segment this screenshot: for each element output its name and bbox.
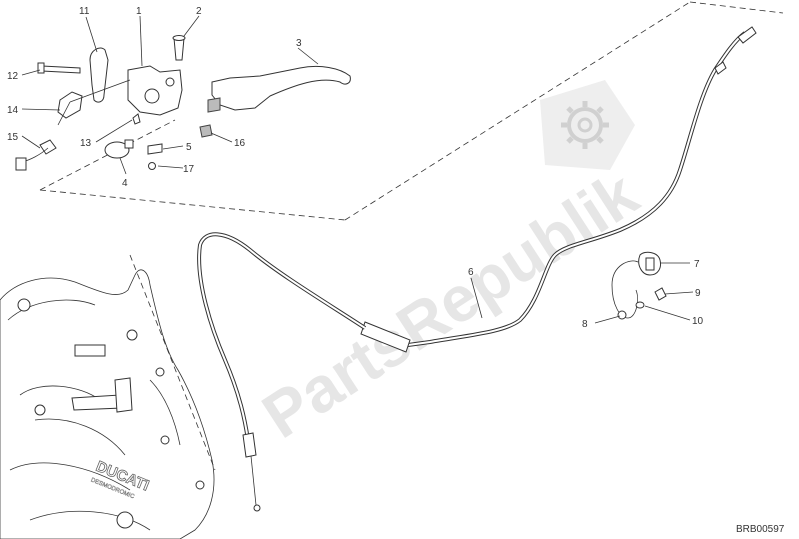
clutch-cable-6 bbox=[197, 26, 757, 512]
label-3: 3 bbox=[296, 38, 302, 49]
label-10: 10 bbox=[692, 316, 704, 327]
label-5: 5 bbox=[186, 142, 192, 153]
engine-clutch-cover: DUCATI DESMODROMIC bbox=[0, 269, 215, 539]
screw-17 bbox=[148, 162, 156, 170]
dash-line-upper-lower bbox=[39, 189, 346, 221]
leader-lines bbox=[21, 15, 694, 324]
label-16: 16 bbox=[234, 138, 246, 149]
watermark-gear-icon bbox=[540, 80, 635, 170]
dash-line-top-right bbox=[689, 1, 784, 14]
label-4: 4 bbox=[122, 178, 128, 189]
clutch-lever-3 bbox=[211, 65, 351, 111]
label-6: 6 bbox=[468, 267, 474, 278]
part-labels: 11 1 2 3 12 14 15 13 4 5 17 16 6 7 8 9 1… bbox=[7, 6, 704, 330]
label-17: 17 bbox=[183, 164, 195, 175]
part-16 bbox=[199, 124, 213, 138]
label-11: 11 bbox=[79, 6, 90, 17]
label-9: 9 bbox=[695, 288, 701, 299]
label-2: 2 bbox=[196, 6, 202, 17]
reference-code: BRB00597 bbox=[736, 524, 785, 535]
dash-line-diagonal bbox=[344, 1, 691, 221]
dash-line-left-cluster bbox=[39, 119, 176, 191]
part-13 bbox=[132, 113, 141, 125]
dash-line-engine bbox=[129, 254, 216, 471]
clutch-master-cylinder-assembly bbox=[15, 35, 351, 171]
part-4 bbox=[104, 141, 130, 159]
cable-sleeve bbox=[360, 321, 411, 353]
label-8: 8 bbox=[582, 319, 588, 330]
clamp-11 bbox=[89, 47, 109, 103]
cable-bracket-parts bbox=[611, 251, 667, 320]
watermark: PartsRepublik bbox=[250, 80, 650, 452]
label-12: 12 bbox=[7, 71, 19, 82]
dashed-boundaries bbox=[39, 1, 784, 471]
ducati-logo: DUCATI DESMODROMIC bbox=[90, 458, 152, 501]
switch-14 bbox=[57, 91, 83, 119]
label-14: 14 bbox=[7, 105, 19, 116]
bracket-5 bbox=[147, 143, 163, 155]
label-7: 7 bbox=[694, 259, 700, 270]
watermark-text: PartsRepublik bbox=[250, 157, 650, 452]
washer-10 bbox=[635, 301, 645, 309]
connector-15 bbox=[39, 139, 57, 155]
clip-8 bbox=[611, 260, 639, 319]
label-15: 15 bbox=[7, 132, 19, 143]
pin-2 bbox=[173, 37, 185, 61]
screw-12 bbox=[41, 65, 81, 74]
label-13: 13 bbox=[80, 138, 92, 149]
screw-9 bbox=[654, 287, 667, 301]
label-1: 1 bbox=[136, 6, 142, 17]
